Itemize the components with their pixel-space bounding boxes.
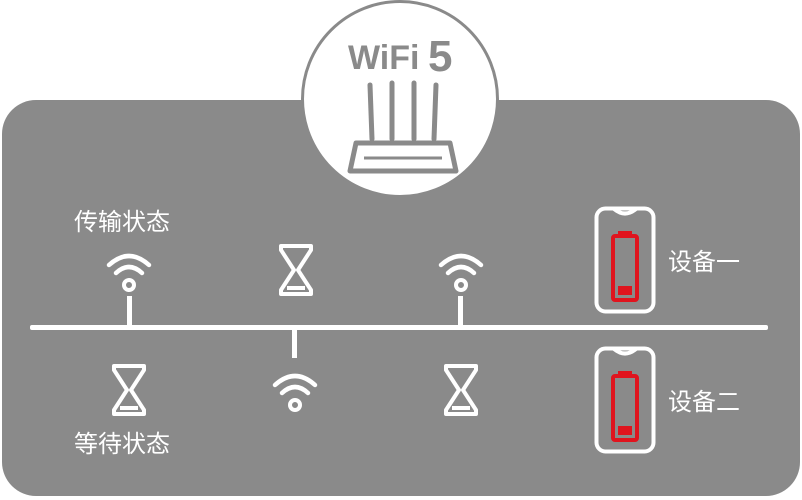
- transfer-state-label: 传输状态: [74, 208, 170, 236]
- hourglass-icon: [112, 364, 146, 416]
- wifi-brand-text: WiFi: [348, 39, 419, 77]
- battery-icon: [611, 371, 639, 442]
- battery-icon: [611, 231, 639, 302]
- wifi-icon: [438, 253, 484, 292]
- timeline-tick: [127, 296, 132, 326]
- router-badge: WiFi 5: [301, 0, 499, 198]
- waiting-state-label: 等待状态: [74, 430, 170, 458]
- phone-icon: [594, 346, 656, 454]
- device-one-label: 设备一: [668, 248, 740, 276]
- timeline-tick: [458, 296, 463, 326]
- device-two-label: 设备二: [668, 388, 740, 416]
- hourglass-icon: [444, 364, 478, 416]
- wifi-brand-number: 5: [428, 32, 452, 81]
- hourglass-icon: [279, 244, 313, 296]
- wifi-icon: [106, 253, 152, 292]
- phone-icon: [594, 206, 656, 314]
- timeline-axis: [30, 325, 768, 330]
- wifi-icon: [272, 373, 318, 412]
- timeline-tick: [292, 328, 297, 358]
- router-icon: WiFi 5: [347, 32, 459, 174]
